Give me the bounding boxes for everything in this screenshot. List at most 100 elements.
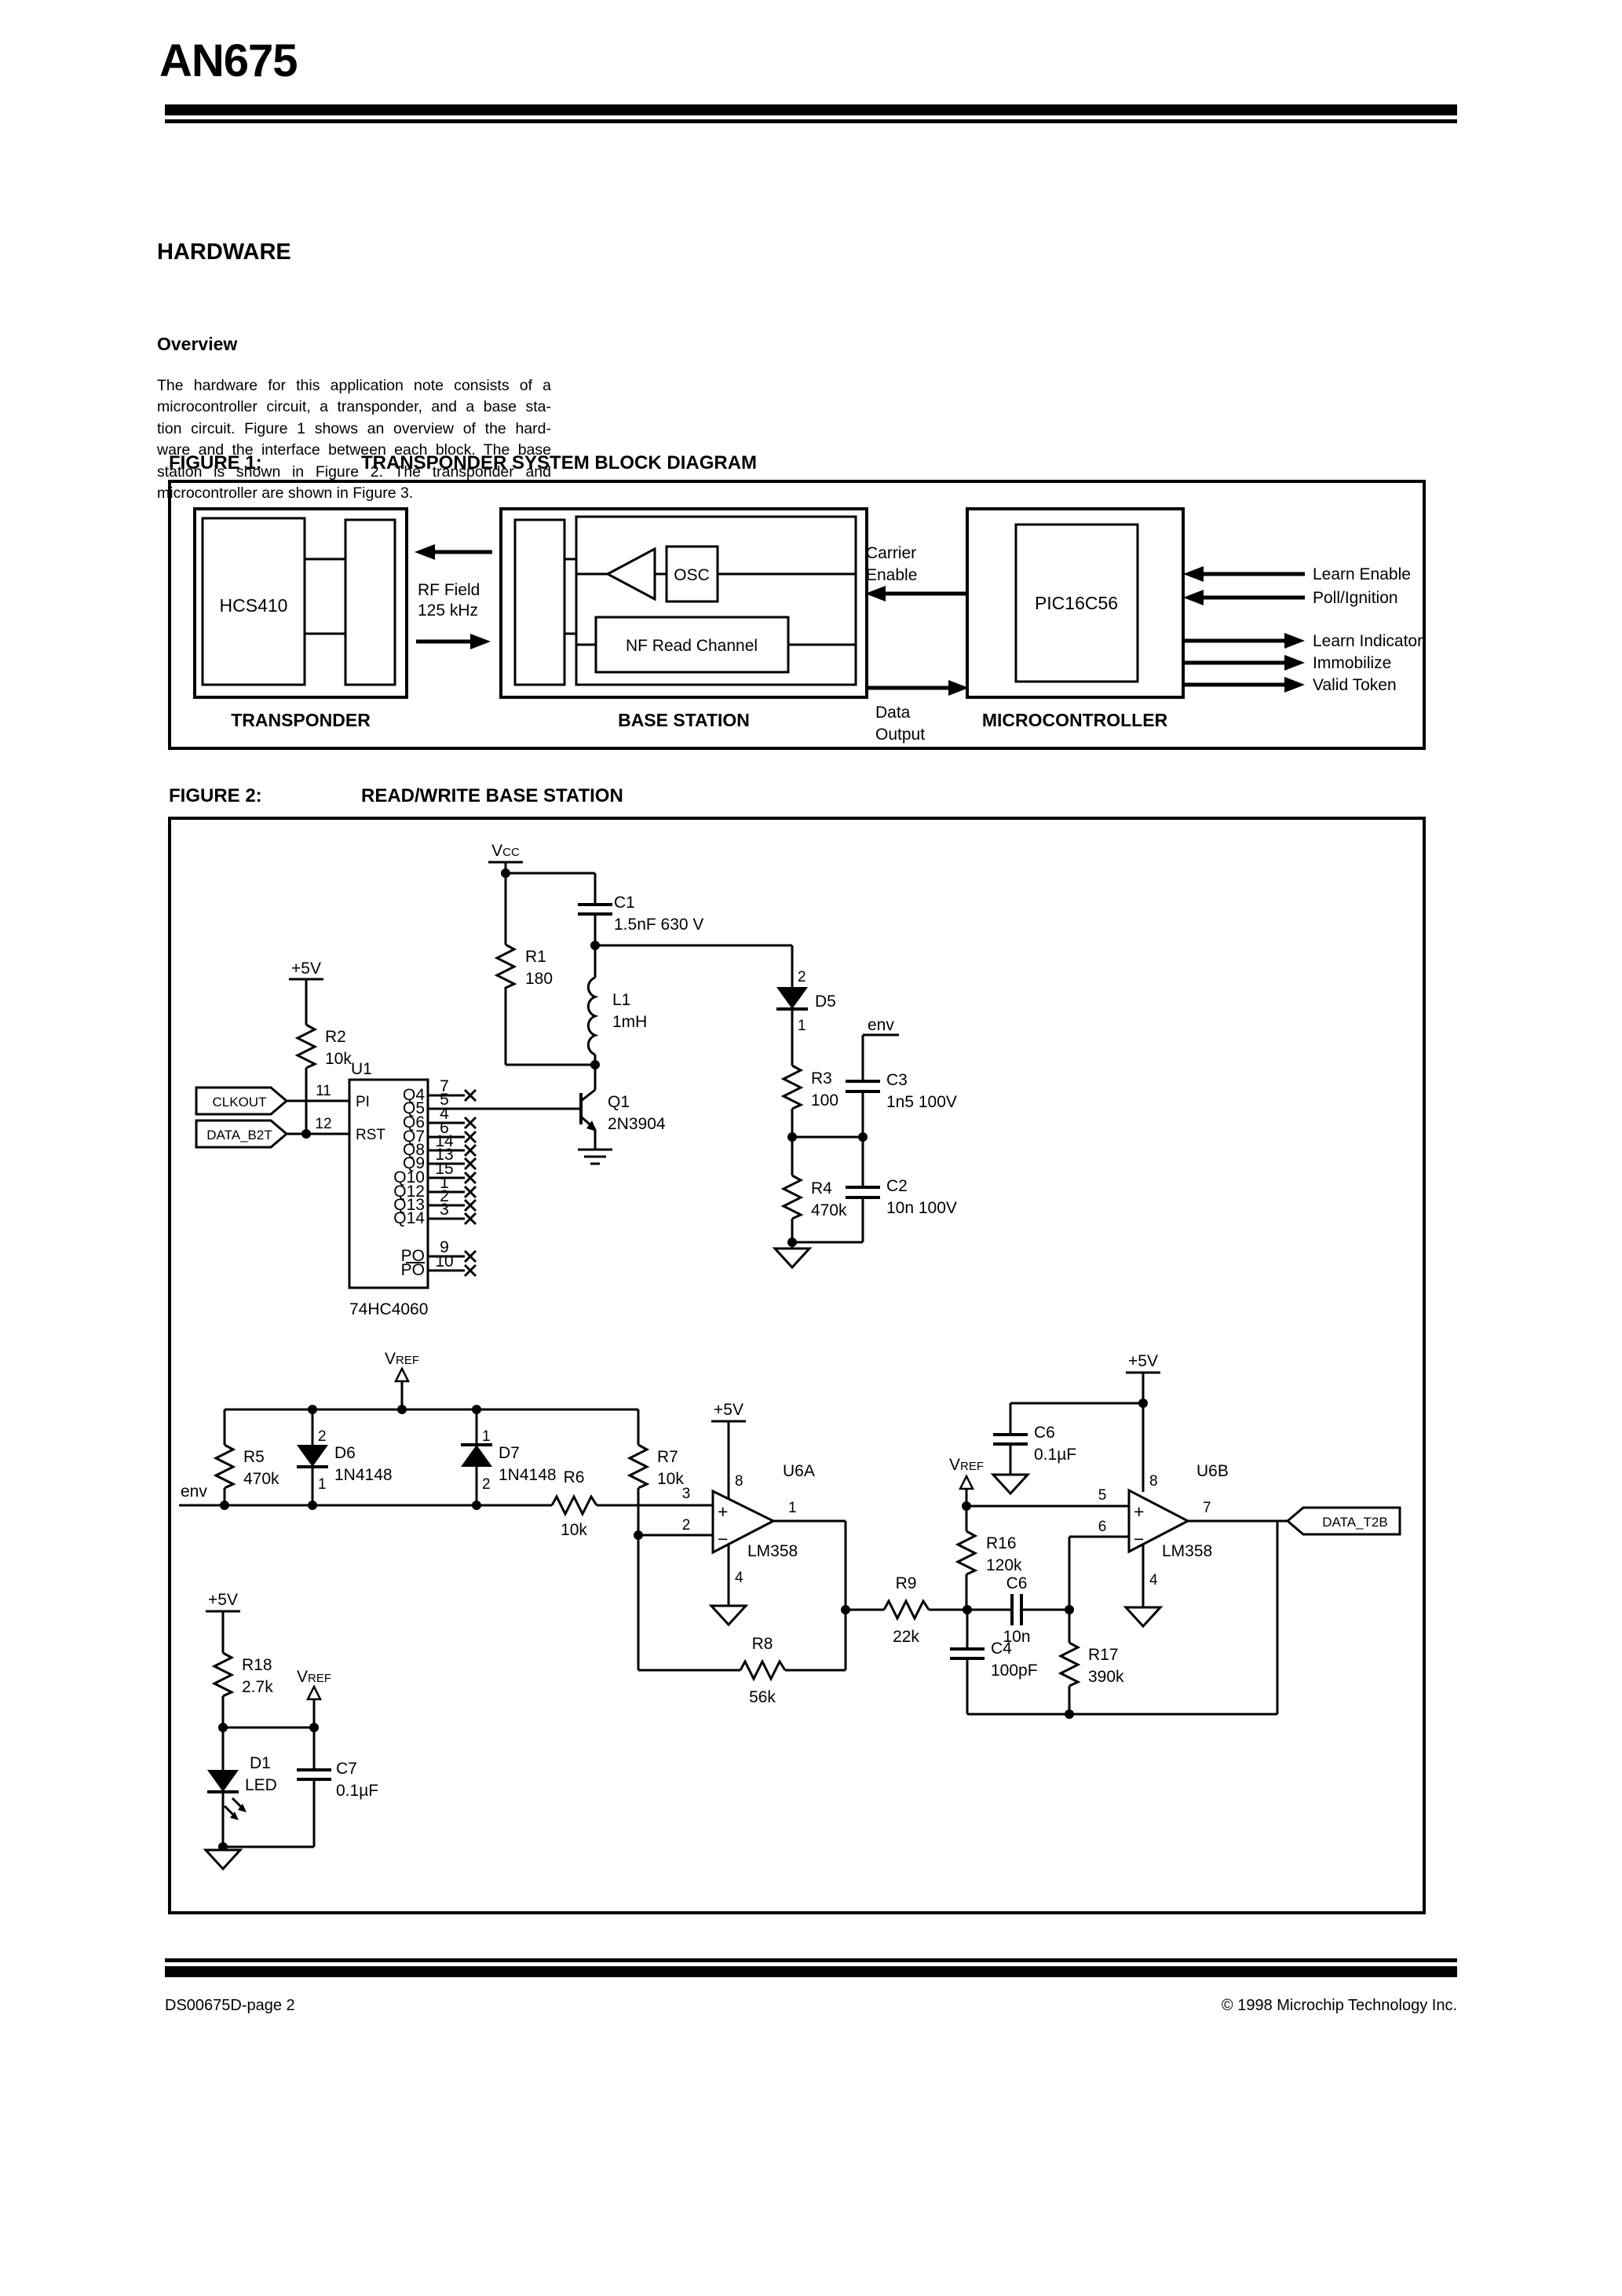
amplifier-triangle-icon bbox=[605, 547, 656, 601]
figure2-title: READ/WRITE BASE STATION bbox=[361, 785, 623, 806]
r2-value: 10k bbox=[325, 1050, 352, 1068]
poll-ignition-label: Poll/Ignition bbox=[1313, 589, 1398, 607]
paragraph-line: tion circuit. Figure 1 shows an overview… bbox=[157, 419, 551, 437]
net-label-vref: VREF bbox=[297, 1668, 331, 1686]
rf-field-label-line2: 125 kHz bbox=[418, 601, 478, 620]
vref-tag-r16: VREF bbox=[949, 1456, 984, 1490]
diode-d6: 2 1 D6 1N4148 bbox=[297, 1428, 393, 1493]
u1-pin-name: Q6 bbox=[403, 1113, 425, 1132]
led-emission-arrow bbox=[238, 1804, 247, 1812]
junction-dots bbox=[218, 868, 1148, 1852]
r6-value: 10k bbox=[561, 1521, 587, 1539]
signal-flag-data-b2t: DATA_B2T bbox=[195, 1119, 289, 1149]
no-connect-x-marks bbox=[463, 1088, 477, 1278]
paragraph-line: microcontroller circuit, a transponder, … bbox=[157, 398, 551, 416]
q1-emitter-arrow bbox=[586, 1121, 597, 1132]
u6b-pin-8: 8 bbox=[1149, 1473, 1158, 1490]
resistor-r4: R4 470k bbox=[780, 1174, 847, 1220]
d1-ref: D1 bbox=[250, 1754, 271, 1772]
d5-pin-2: 2 bbox=[798, 969, 806, 985]
osc-label: OSC bbox=[674, 566, 710, 584]
r16-value: 120k bbox=[986, 1556, 1022, 1574]
r9-ref: R9 bbox=[896, 1574, 917, 1592]
ic-u1: U1 PI RST 11 12 Q4 Q5 Q6 Q7 Q8 Q9 Q10 Q1… bbox=[315, 1060, 477, 1318]
signal-flag-clkout: CLKOUT bbox=[195, 1086, 289, 1116]
net-label-vref: VREF bbox=[385, 1350, 419, 1368]
u6a-pin-1: 1 bbox=[788, 1500, 797, 1516]
data-output-signal: Data Output bbox=[867, 680, 969, 744]
resistor-r17: R17 390k bbox=[1058, 1641, 1124, 1687]
valid-token-arrow-head bbox=[1284, 677, 1305, 693]
base-station-caption: BASE STATION bbox=[618, 710, 750, 730]
hcs410-box bbox=[201, 517, 306, 686]
transponder-coil-links bbox=[305, 558, 345, 635]
learn-indicator-label: Learn Indicator bbox=[1313, 632, 1423, 650]
u1-pin12-number: 12 bbox=[315, 1116, 331, 1132]
c7-value: 0.1µF bbox=[336, 1782, 378, 1800]
nf-read-channel-label: NF Read Channel bbox=[626, 637, 758, 655]
immobilize-arrow-head bbox=[1284, 655, 1305, 671]
capacitor-c4: C4 100pF bbox=[950, 1640, 1038, 1680]
l1-value: 1mH bbox=[612, 1013, 647, 1031]
poll-ignition-arrow-head bbox=[1183, 590, 1204, 605]
figure1-frame bbox=[168, 480, 1426, 750]
figure2-frame bbox=[168, 817, 1426, 1914]
diode-d5: 2 1 D5 bbox=[776, 969, 836, 1034]
d6-pin-2: 2 bbox=[318, 1428, 327, 1445]
u1-pin-rst: RST bbox=[356, 1127, 385, 1143]
carrier-enable-signal: Carrier Enable bbox=[865, 544, 967, 601]
header-rule-thick bbox=[165, 104, 1457, 115]
capacitor-c7: C7 0.1µF bbox=[297, 1760, 378, 1800]
figure1-title: TRANSPONDER SYSTEM BLOCK DIAGRAM bbox=[361, 452, 758, 473]
paragraph-line: microcontroller are shown in Figure 3. bbox=[157, 484, 414, 502]
opamp-u6a: + − U6A 8 3 2 1 4 LM358 bbox=[682, 1462, 815, 1627]
r4-value: 470k bbox=[811, 1201, 847, 1219]
u6b-plus-icon: + bbox=[1134, 1501, 1144, 1522]
r18-value: 2.7k bbox=[242, 1678, 273, 1696]
d1-part: LED bbox=[245, 1776, 277, 1794]
net-label-env-mid: env bbox=[181, 1483, 207, 1501]
net-label-vref: VREF bbox=[949, 1456, 984, 1474]
mcu-outer-box bbox=[966, 507, 1185, 699]
figure2-label: FIGURE 2: bbox=[169, 785, 262, 806]
q1-part: 2N3904 bbox=[608, 1115, 666, 1133]
carrier-arrow-head bbox=[865, 586, 886, 601]
r3-value: 100 bbox=[811, 1091, 838, 1110]
transponder-outer-box bbox=[193, 507, 408, 699]
net-label-5v-led: +5V bbox=[208, 1591, 238, 1609]
c6a-value: 0.1µF bbox=[1034, 1446, 1076, 1464]
page-title: AN675 bbox=[159, 35, 298, 86]
rf-field-arrows: RF Field 125 kHz bbox=[415, 544, 492, 649]
mcu-caption: MICROCONTROLLER bbox=[982, 710, 1168, 730]
ground-triangle-icon bbox=[772, 1247, 813, 1270]
net-label-5v-u6b: +5V bbox=[1128, 1352, 1158, 1370]
footer-rule-thin bbox=[165, 1958, 1457, 1962]
vref-arrow-icon bbox=[305, 1684, 323, 1701]
d7-pin-1: 1 bbox=[482, 1428, 491, 1445]
r7-ref: R7 bbox=[657, 1448, 678, 1466]
r8-ref: R8 bbox=[752, 1635, 773, 1653]
vref-tag-led: VREF bbox=[297, 1668, 331, 1701]
r2-ref: R2 bbox=[325, 1028, 346, 1046]
u6a-pin-8: 8 bbox=[735, 1473, 743, 1490]
paragraph-line: ware and the interface between each bloc… bbox=[157, 441, 551, 459]
c6b-ref: C6 bbox=[1006, 1574, 1028, 1592]
u1-part-number: 74HC4060 bbox=[349, 1300, 428, 1318]
u6a-minus-icon: − bbox=[718, 1529, 728, 1549]
earth-ground-icon bbox=[578, 1148, 612, 1165]
q1-ref: Q1 bbox=[608, 1093, 630, 1111]
u1-pin-number: 14 bbox=[435, 1132, 454, 1150]
resistor-r18: R18 2.7k bbox=[211, 1651, 273, 1698]
base-inner-box bbox=[575, 515, 857, 686]
ground-triangle-icon bbox=[1123, 1606, 1164, 1629]
immobilize-label: Immobilize bbox=[1313, 654, 1391, 672]
c3-value: 1n5 100V bbox=[886, 1093, 957, 1111]
r17-value: 390k bbox=[1088, 1668, 1124, 1686]
led-d1: D1 LED bbox=[207, 1754, 277, 1820]
c7-ref: C7 bbox=[336, 1760, 357, 1778]
u1-pin-number: 3 bbox=[440, 1201, 449, 1219]
overview-paragraph: The hardware for this application note c… bbox=[157, 375, 551, 504]
u6a-pin-4: 4 bbox=[735, 1570, 743, 1586]
r4-ref: R4 bbox=[811, 1179, 832, 1197]
paragraph-line: The hardware for this application note c… bbox=[157, 377, 551, 394]
